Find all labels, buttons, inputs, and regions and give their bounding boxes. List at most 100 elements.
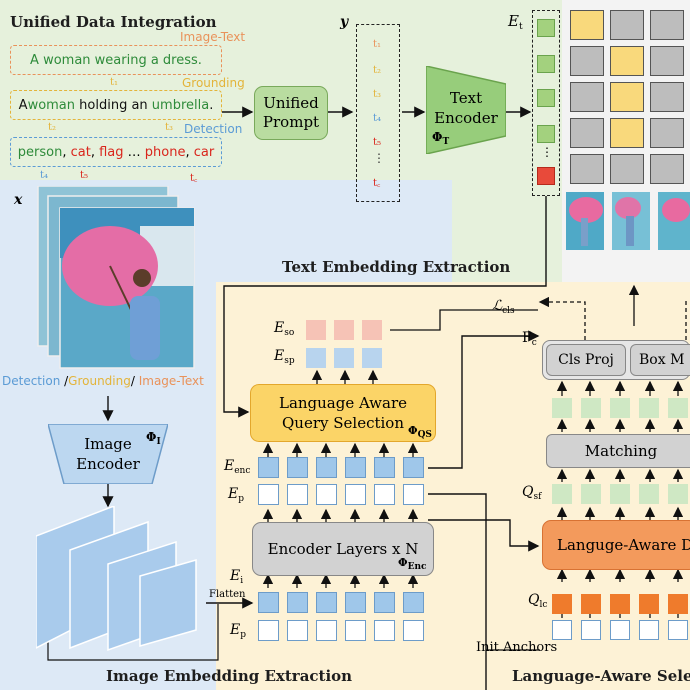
token-t3-left: t₃ — [165, 122, 174, 133]
symbol-Eenc: Eenc — [224, 458, 250, 476]
embedding-cell — [334, 320, 354, 340]
symbol-Ep-letter: E — [228, 486, 239, 502]
text-encoder-param: ΦT — [432, 130, 449, 147]
similarity-cell — [610, 46, 644, 76]
query-cell — [639, 484, 659, 504]
caption-detection: person, cat, flag … phone, car — [10, 137, 222, 167]
embedding-cell — [345, 592, 366, 613]
symbol-Ep-bottom: Ep — [230, 622, 246, 640]
symbol-Lcls-letter: ℒ — [492, 298, 503, 314]
et-ellipsis: ⋮ — [541, 145, 553, 159]
symbol-Ep-bottom-sub: p — [240, 630, 246, 640]
token-tc: t꜀ — [373, 178, 381, 189]
symbol-y: y — [340, 14, 349, 30]
query-cell — [581, 594, 601, 614]
query-cell — [668, 594, 688, 614]
similarity-cell — [570, 10, 604, 40]
token-t1: t₁ — [373, 39, 382, 50]
symbol-Qsf: Qsf — [522, 484, 541, 502]
unified-prompt-line2: Prompt — [262, 113, 320, 131]
token-t1-left: t₁ — [110, 77, 119, 88]
query-cell — [610, 484, 630, 504]
det-car: car — [193, 144, 215, 160]
cls-proj-label: Cls Proj — [558, 352, 614, 368]
image-kind-image-text: Image-Text — [138, 374, 204, 388]
caption-image-text-value: A woman wearing a dress. — [30, 52, 202, 68]
embedding-cell — [306, 320, 326, 340]
symbol-Lcls: ℒcls — [492, 298, 515, 316]
image-encoder-line2: Encoder — [76, 455, 140, 473]
embedding-cell — [316, 484, 337, 505]
det-flag: flag — [99, 144, 124, 160]
query-selection-box: Language Aware Query Selection — [250, 384, 436, 442]
symbol-Eso: Eso — [274, 320, 294, 338]
query-selection-param: ΦQS — [408, 424, 432, 440]
phi-sub-t: T — [442, 137, 450, 147]
box-mlp-box: Box M — [630, 344, 690, 376]
label-grounding: Grounding — [182, 76, 245, 90]
input-image-stack — [37, 186, 195, 369]
query-cell — [639, 594, 659, 614]
embedding-cell — [258, 592, 279, 613]
similarity-cell — [650, 154, 684, 184]
image-encoder-line1: Image — [84, 435, 132, 453]
embedding-cell — [374, 484, 395, 505]
encoder-layers-label: Encoder Layers x N — [267, 540, 419, 558]
embedding-cell — [403, 620, 424, 641]
phi-sub-qs: QS — [417, 430, 432, 440]
matching-label: Matching — [584, 442, 658, 460]
token-ellipsis: ⋮ — [373, 151, 385, 165]
symbol-Ep-bottom-letter: E — [230, 622, 241, 638]
image-encoder-label: Image Encoder — [48, 434, 168, 474]
image-encoder-param: ΦI — [146, 430, 161, 447]
token-t5-left: t₅ — [80, 170, 89, 181]
det-sep1: , — [62, 144, 71, 160]
similarity-cell — [650, 46, 684, 76]
et-cell-1 — [537, 19, 555, 37]
token-t2: t₂ — [373, 65, 382, 76]
token-sequence-box: t₁ t₂ t₃ t₄ t₅ ⋮ t꜀ — [356, 24, 400, 202]
similarity-cell — [610, 82, 644, 112]
matching-box: Matching — [546, 434, 690, 468]
image-kind-detection: Detection — [2, 374, 61, 388]
symbol-Lcls-sub: cls — [502, 306, 515, 316]
embedding-cell — [403, 484, 424, 505]
embedding-cell — [316, 592, 337, 613]
image-kind-grounding: Grounding — [68, 374, 131, 388]
query-cell — [668, 398, 688, 418]
symbol-Qlc: Qlc — [528, 592, 547, 610]
anchor-cell — [552, 620, 572, 640]
embedding-cell — [374, 620, 395, 641]
query-cell — [552, 484, 572, 504]
label-detection: Detection — [184, 122, 243, 136]
language-decoder-box: Languge-Aware D — [542, 520, 690, 570]
embedding-cell — [334, 348, 354, 368]
det-cat: cat — [70, 144, 91, 160]
token-t2-left: t₂ — [48, 122, 57, 133]
et-cell-2 — [537, 55, 555, 73]
symbol-Ep: Ep — [228, 486, 244, 504]
anchor-cell — [668, 620, 688, 640]
embedding-cell — [362, 320, 382, 340]
text-encoder-line2: Encoder — [434, 109, 498, 127]
label-image-text: Image-Text — [180, 30, 246, 44]
query-cell — [552, 594, 572, 614]
similarity-cell — [610, 154, 644, 184]
symbol-Et-sub: t — [518, 22, 523, 32]
similarity-cell — [650, 10, 684, 40]
det-ellipsis: … — [123, 144, 145, 160]
box-mlp-label: Box M — [639, 352, 685, 368]
embedding-cell — [374, 457, 395, 478]
symbol-Qsf-letter: Q — [522, 484, 534, 500]
et-cell-4 — [537, 125, 555, 143]
symbol-Fc: Fc — [522, 330, 537, 348]
embedding-cell — [287, 457, 308, 478]
encoder-param: ΦEnc — [398, 556, 426, 572]
embedding-cell — [287, 592, 308, 613]
image-data-kinds: Detection /Grounding/ Image-Text — [2, 374, 204, 388]
symbol-Et: Et — [508, 12, 523, 32]
encoder-layers-box: Encoder Layers x N — [252, 522, 434, 576]
phi-symbol-t: Φ — [432, 130, 443, 144]
text-embedding-column: ⋮ — [532, 10, 560, 196]
